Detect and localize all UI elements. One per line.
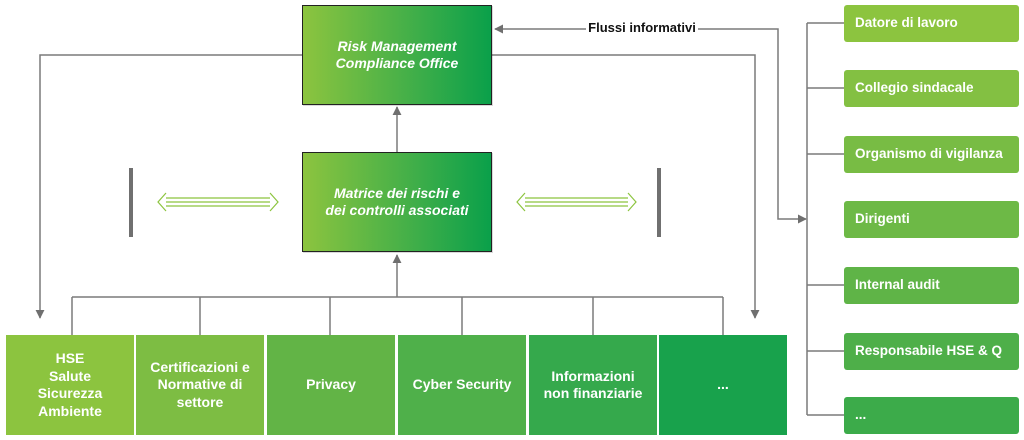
bottom-box-privacy: Privacy xyxy=(267,335,395,435)
bottom-box-certificazioni: Certificazioni e Normative di settore xyxy=(136,335,264,435)
bottom-box-label: Cyber Security xyxy=(412,376,512,393)
right-box-label: Datore di lavoro xyxy=(855,15,958,31)
bottom-box-label: Certificazioni e Normative di settore xyxy=(150,358,250,410)
right-box-label: Organismo di vigilanza xyxy=(855,146,1003,162)
right-box-more: ... xyxy=(844,397,1019,434)
risk-office-box: Risk Management Compliance Office xyxy=(302,5,492,105)
bottom-box-hse: HSE Salute Sicurezza Ambiente xyxy=(6,335,134,435)
bottom-box-more: ... xyxy=(659,335,787,435)
line-office-to-hse xyxy=(35,54,302,319)
risk-matrix-box: Matrice dei rischi e dei controlli assoc… xyxy=(302,152,492,252)
right-box-label: Responsabile HSE & Q xyxy=(855,343,1003,359)
right-box-internal-audit: Internal audit xyxy=(844,267,1019,304)
right-box-organismo-di-vigilanza: Organismo di vigilanza xyxy=(844,136,1019,173)
bottom-box-label: HSE Salute Sicurezza Ambiente xyxy=(37,350,103,419)
risk-matrix-label: Matrice dei rischi e dei controlli assoc… xyxy=(325,184,469,219)
right-double-arrow xyxy=(516,192,637,212)
right-box-responsabile-hse: Responsabile HSE & Q xyxy=(844,333,1019,370)
right-box-label: Dirigenti xyxy=(855,211,910,227)
right-box-label: Collegio sindacale xyxy=(855,80,974,96)
right-box-label: ... xyxy=(855,407,867,423)
risk-office-label: Risk Management Compliance Office xyxy=(335,37,459,72)
right-box-dirigenti: Dirigenti xyxy=(844,201,1019,238)
right-box-collegio-sindacale: Collegio sindacale xyxy=(844,70,1019,107)
right-box-label: Internal audit xyxy=(855,277,940,293)
bottom-box-label: Privacy xyxy=(306,376,356,393)
line-office-to-last-box xyxy=(492,54,760,319)
bottom-box-label: Informazioni non finanziarie xyxy=(543,367,643,402)
bottom-box-label: ... xyxy=(717,376,729,393)
flows-label: Flussi informativi xyxy=(586,20,698,35)
right-box-datore-di-lavoro: Datore di lavoro xyxy=(844,5,1019,42)
bottom-box-cyber-security: Cyber Security xyxy=(398,335,526,435)
bottom-box-informazioni: Informazioni non finanziarie xyxy=(529,335,657,435)
left-double-arrow xyxy=(157,192,279,212)
line-flows-to-dirigenti xyxy=(700,28,807,224)
